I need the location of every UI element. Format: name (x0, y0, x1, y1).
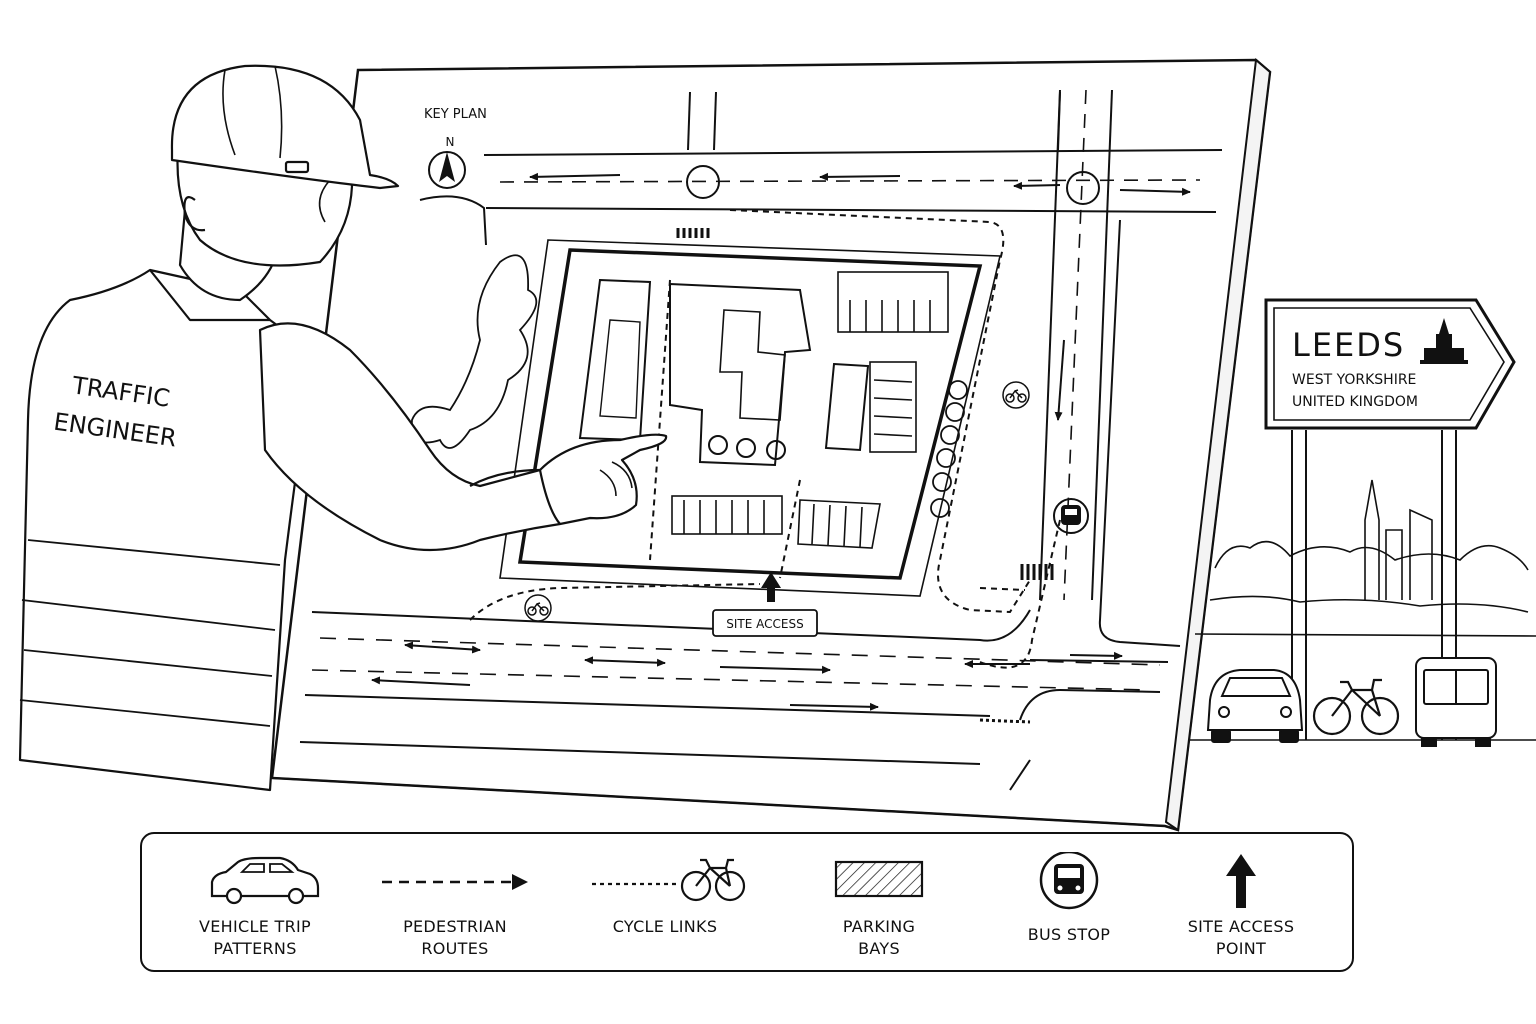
crossings (676, 228, 1054, 724)
city-sign (1264, 298, 1516, 740)
north-arrow-icon (428, 151, 466, 189)
site-boundary (517, 248, 983, 580)
upper-left-road (419, 91, 1061, 246)
sign-country: UNITED KINGDOM (1292, 394, 1418, 410)
site-access-arrow-icon (761, 572, 781, 602)
bike-marker-icon (1002, 381, 1030, 409)
skyline (1190, 479, 1536, 741)
bicycle-icon (592, 858, 746, 902)
key-plan-label: KEY PLAN (424, 107, 487, 122)
legend-item-site-access: SITE ACCESS POINT (1146, 834, 1336, 970)
bus-stop-marker-icon (1053, 498, 1089, 534)
pedestrian-routes (469, 209, 1065, 669)
legend-item-bus-stop: BUS STOP (974, 834, 1164, 970)
hatched-rect-icon (834, 860, 924, 898)
bike-marker-icon (524, 594, 552, 622)
car-icon (210, 856, 320, 905)
site-access-tag (712, 609, 818, 637)
sign-city: LEEDS (1292, 326, 1405, 364)
vehicle-arrows (371, 172, 1191, 711)
town-hall-icon (1420, 318, 1468, 364)
legend-label: PARKING BAYS (842, 917, 916, 958)
bicycle-icon (1312, 678, 1400, 736)
legend-label: BUS STOP (1027, 925, 1111, 944)
north-label: N (446, 135, 455, 149)
legend-item-cycle: CYCLE LINKS (570, 834, 760, 970)
legend-item-parking: PARKING BAYS (784, 834, 974, 970)
parking-bays (671, 271, 949, 549)
legend-item-vehicle-trips: VEHICLE TRIP PATTERNS (160, 834, 350, 970)
bus-stop-icon (1039, 852, 1099, 910)
top-road (483, 149, 1223, 213)
bus-icon (1415, 657, 1497, 747)
up-arrow-icon (1226, 854, 1256, 908)
legend-label: VEHICLE TRIP PATTERNS (199, 917, 311, 958)
legend-label: CYCLE LINKS (612, 917, 718, 936)
traffic-engineer-figure (18, 64, 668, 792)
tree-cluster (411, 254, 968, 518)
roundabout-east (1066, 171, 1100, 205)
plan-board (270, 58, 1272, 832)
right-road (1039, 89, 1181, 647)
legend: VEHICLE TRIP PATTERNS PEDESTRIAN ROUTES … (140, 832, 1354, 972)
dashed-arrow-icon (382, 874, 528, 890)
roundabout-west (686, 165, 720, 199)
site-access-label: SITE ACCESS (726, 617, 803, 631)
car-icon (1206, 669, 1304, 743)
legend-item-pedestrian: PEDESTRIAN ROUTES (360, 834, 550, 970)
legend-label: PEDESTRIAN ROUTES (403, 917, 507, 958)
sign-region: WEST YORKSHIRE (1292, 372, 1416, 388)
legend-label: SITE ACCESS POINT (1187, 917, 1295, 958)
